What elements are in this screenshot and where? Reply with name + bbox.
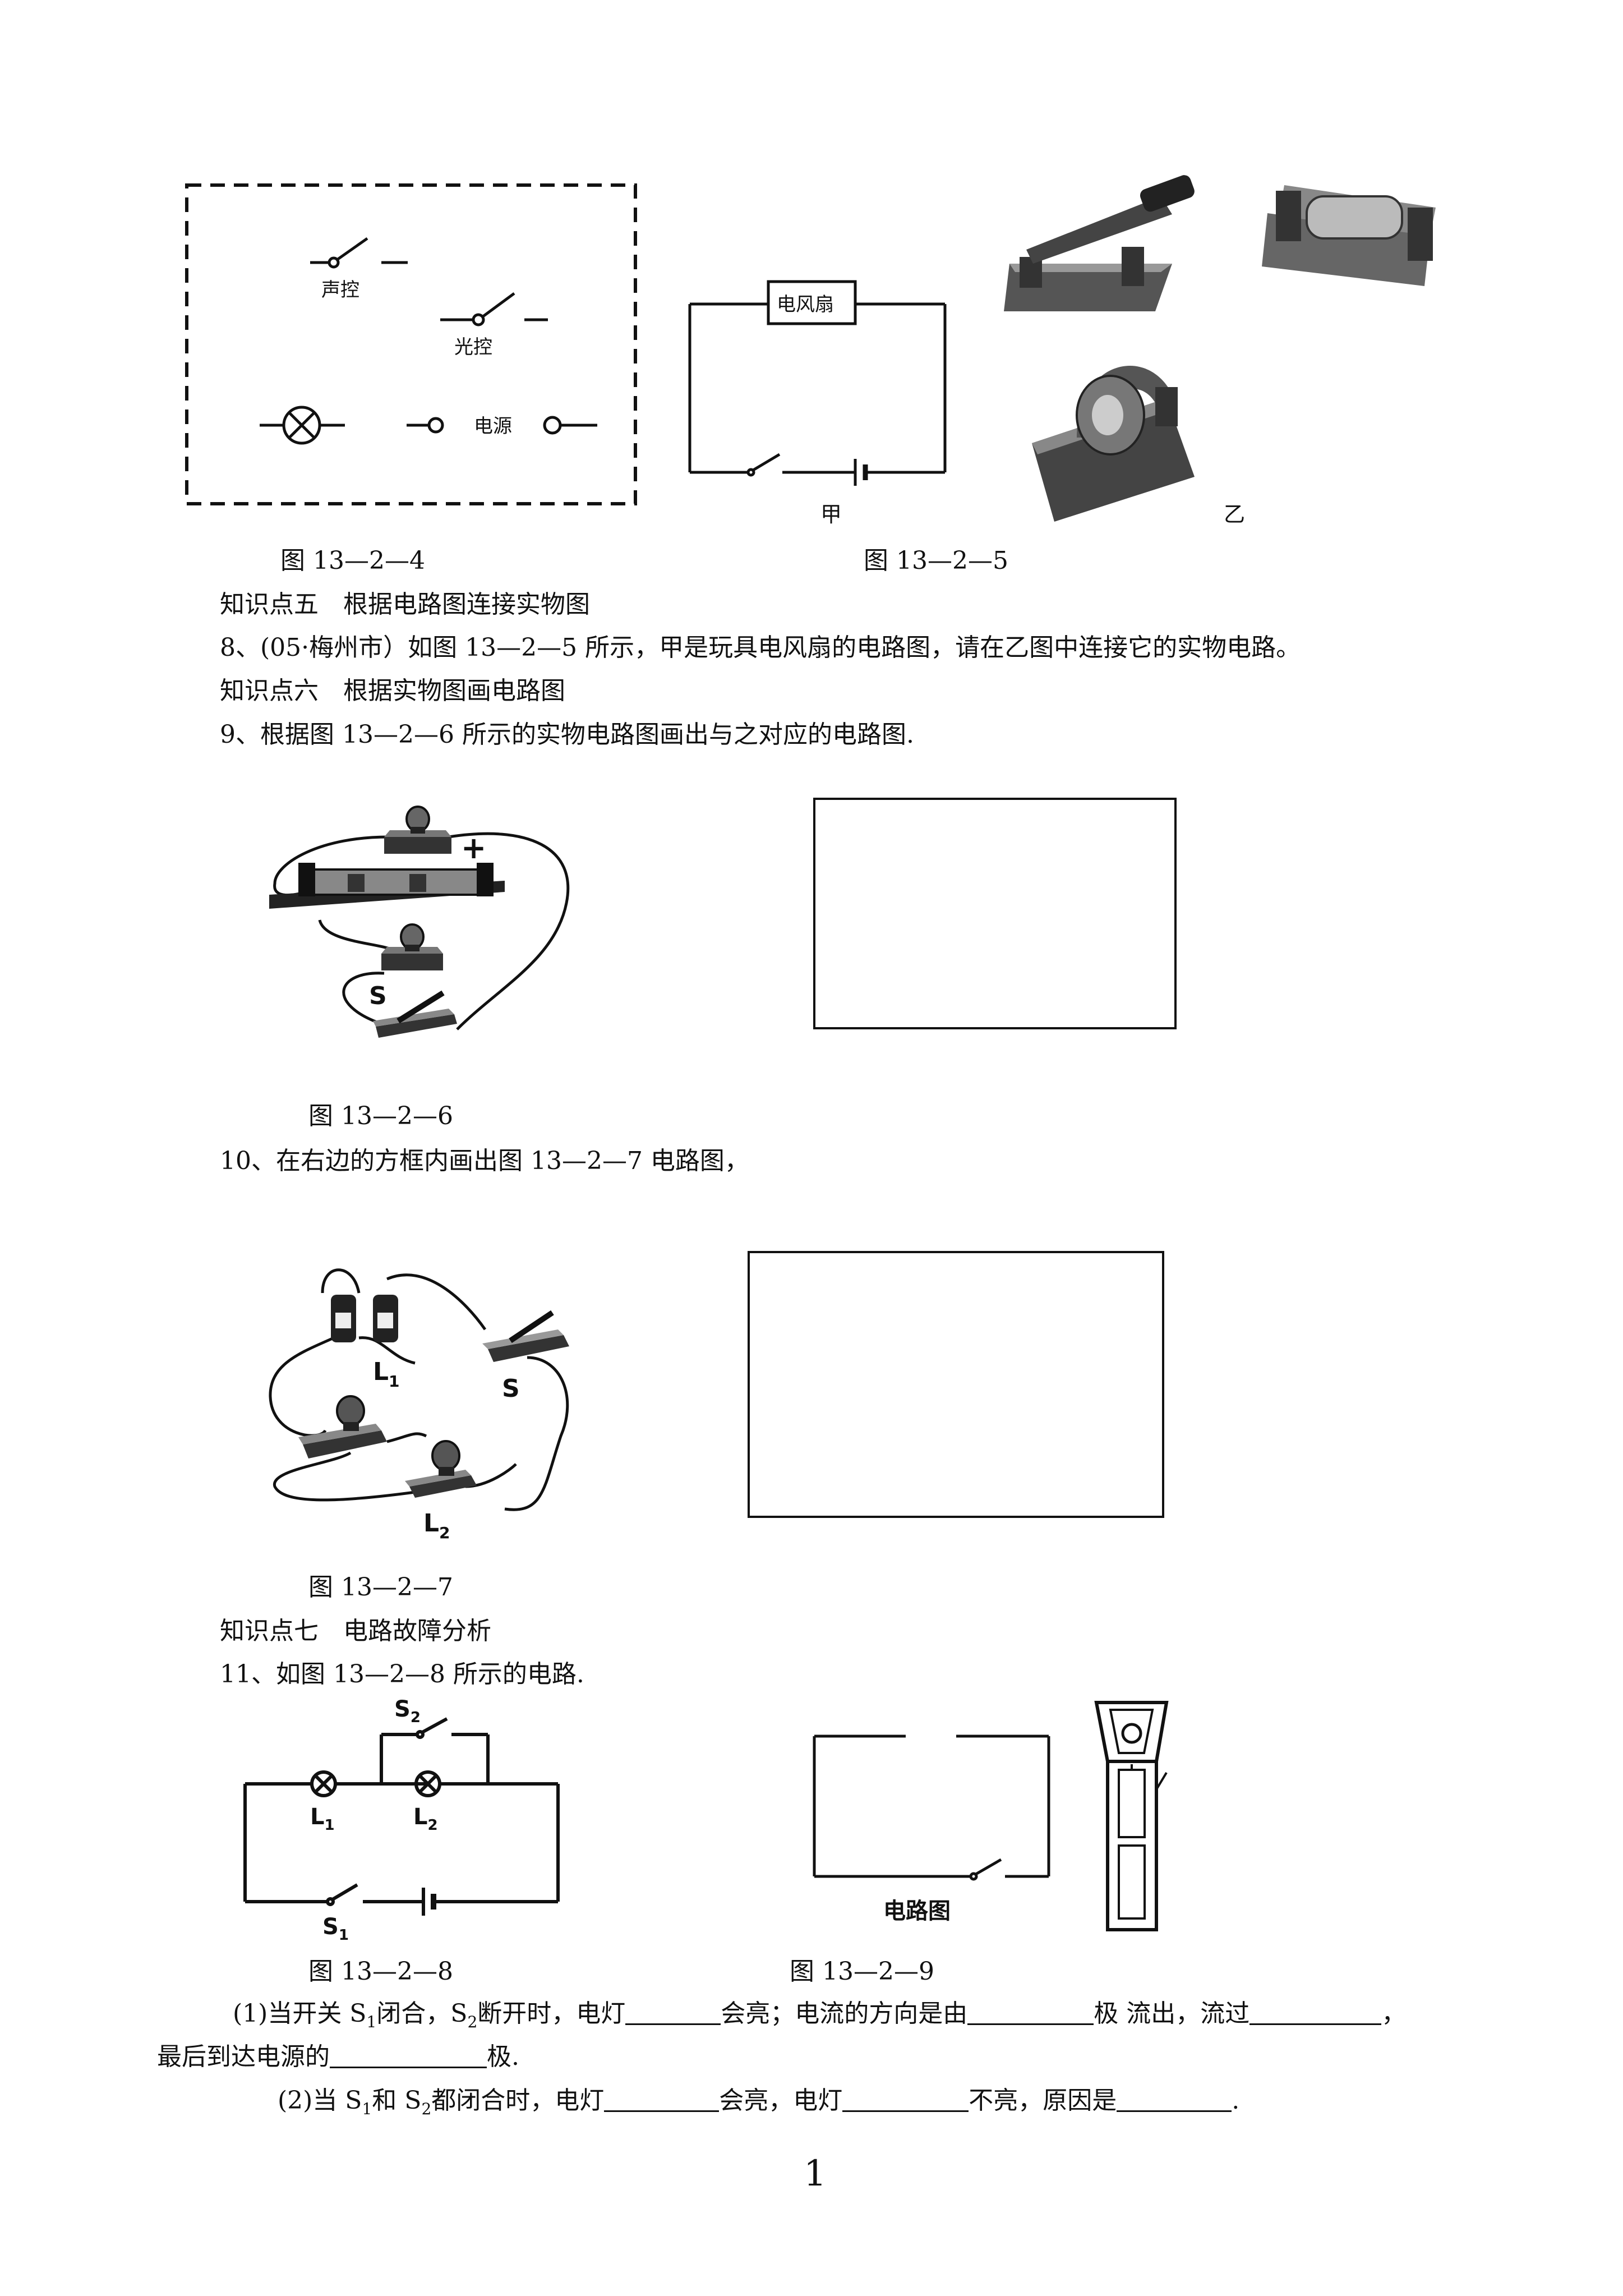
question-8: 8、(05·梅州市）如图 13—2—5 所示，甲是玩具电风扇的电路图，请在乙图中…	[220, 633, 1301, 662]
fan-label: 电风扇	[777, 293, 834, 316]
motor-photo	[1032, 366, 1195, 522]
jia-label: 甲	[820, 502, 842, 527]
power-source-symbol	[407, 416, 597, 435]
light-control-switch-symbol	[440, 292, 548, 326]
battery-holder-photo	[1262, 185, 1436, 286]
blank-flows-through[interactable]	[1249, 1999, 1382, 2025]
yi-label: 乙	[1224, 502, 1245, 527]
figure-13-2-4: 声控 光控 电源	[185, 183, 637, 505]
blank-reason[interactable]	[1117, 2086, 1232, 2112]
blank-lamp-on[interactable]	[625, 1999, 721, 2025]
question-11-part-1-line-2: 最后到达电源的极.	[157, 2042, 519, 2071]
question-11-part-1-line-1: (1)当开关 S1闭合，S2断开时，电灯会亮；电流的方向是由极 流出，流过，	[233, 1999, 1407, 2031]
knife-switch-photo	[1004, 175, 1195, 311]
battery-cells-photo	[331, 1295, 398, 1342]
question-11: 11、如图 13—2—8 所示的电路.	[220, 1660, 584, 1688]
power-source-label: 电源	[474, 415, 512, 438]
page-number: 1	[804, 2153, 827, 2194]
sound-control-switch-symbol	[310, 237, 408, 269]
question-9: 9、根据图 13—2—6 所示的实物电路图画出与之对应的电路图.	[220, 720, 914, 749]
answer-box-q9[interactable]	[813, 798, 1177, 1029]
middle-lamp-photo	[381, 923, 443, 970]
figure-13-2-5-yi: 乙	[1004, 175, 1436, 527]
lamp-l2-photo	[405, 1440, 477, 1498]
figure-13-2-8: S2 L1 L2 S1	[243, 1700, 560, 1944]
blank-lamp-unlit[interactable]	[842, 2086, 969, 2112]
fig5-caption: 图 13—2—5	[864, 546, 1008, 575]
fig7-caption: 图 13—2—7	[308, 1573, 453, 1602]
fig4-caption: 图 13—2—4	[280, 546, 425, 575]
section-7-heading: 知识点七 电路故障分析	[220, 1617, 491, 1645]
fig8-caption: 图 13—2—8	[308, 1957, 453, 1986]
figure-13-2-6: + S	[269, 806, 570, 1038]
figure-13-2-9: 电路图	[813, 1701, 1169, 1931]
l1-label: L1	[373, 1358, 400, 1391]
l1-label: L1	[310, 1804, 335, 1834]
switch-s-photo	[482, 1310, 569, 1362]
s2-label: S2	[394, 1700, 421, 1726]
sound-control-label: 声控	[321, 279, 359, 301]
lamp-symbol	[260, 406, 345, 445]
question-10: 10、在右边的方框内画出图 13—2—7 电路图，	[220, 1147, 749, 1175]
answer-box-q10[interactable]	[748, 1251, 1164, 1518]
s1-label: S1	[322, 1914, 349, 1944]
battery-board-photo	[269, 863, 505, 909]
light-control-label: 光控	[454, 336, 492, 358]
flashlight-photo	[1094, 1701, 1169, 1931]
switch-s-label: S	[502, 1374, 520, 1403]
blank-pole-in[interactable]	[330, 2042, 487, 2068]
figure-13-2-7: S L1 L2	[269, 1268, 569, 1542]
switch-s-label: S	[369, 982, 387, 1010]
section-6-heading: 知识点六 根据实物图画电路图	[220, 677, 565, 705]
top-lamp-photo	[384, 806, 451, 854]
switch-s-photo	[373, 990, 457, 1038]
l2-label: L2	[423, 1509, 450, 1542]
fig6-caption: 图 13—2—6	[308, 1102, 453, 1130]
question-11-part-2: (2)当 S1和 S2都闭合时，电灯会亮，电灯不亮，原因是.	[278, 2086, 1240, 2118]
plus-sign: +	[461, 830, 486, 866]
fig9-caption: 图 13—2—9	[790, 1957, 934, 1986]
circuit-diagram-label: 电路图	[883, 1898, 951, 1924]
section-5-heading: 知识点五 根据电路图连接实物图	[220, 590, 590, 619]
blank-pole-out[interactable]	[967, 1999, 1094, 2025]
figure-13-2-5-jia: 电风扇 甲	[688, 280, 947, 527]
blank-lamp-lit[interactable]	[604, 2086, 720, 2112]
lamp-l1-photo	[298, 1395, 387, 1458]
l2-label: L2	[413, 1804, 438, 1834]
